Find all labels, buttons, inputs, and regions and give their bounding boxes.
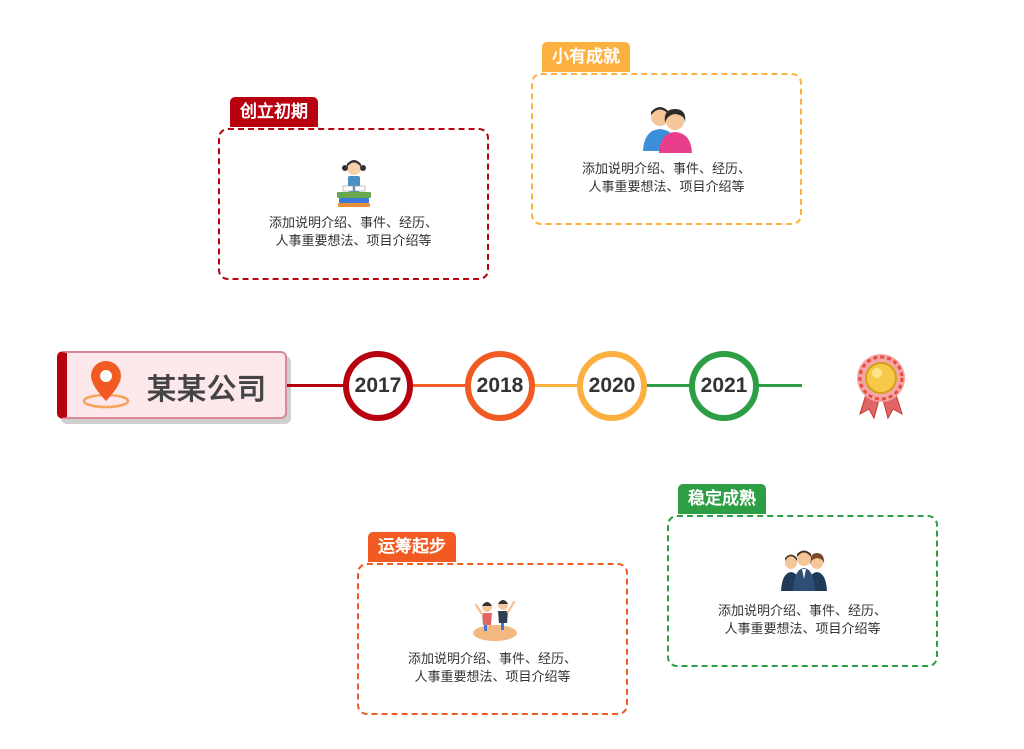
company-name: 某某公司: [147, 372, 268, 406]
timeline-segment: [533, 384, 579, 387]
phase-tag-mature: 稳定成熟: [678, 484, 766, 514]
phase-card-mature: 添加说明介绍、事件、经历、 人事重要想法、项目介绍等: [667, 515, 938, 667]
phase-tag-founding: 创立初期: [230, 97, 318, 127]
year-node-2018: 2018: [465, 351, 535, 421]
phase-tag-startup: 运筹起步: [368, 532, 456, 562]
business-team-icon: [781, 550, 827, 591]
timeline-segment: [757, 384, 802, 387]
couple-users-icon: [643, 107, 692, 153]
company-box: 某某公司: [57, 351, 287, 419]
phase-desc: 添加说明介绍、事件、经历、 人事重要想法、项目介绍等: [581, 162, 751, 195]
phase-desc: 添加说明介绍、事件、经历、 人事重要想法、项目介绍等: [717, 604, 887, 637]
phase-desc: 添加说明介绍、事件、经历、 人事重要想法、项目介绍等: [268, 216, 438, 249]
timeline-segment: [645, 384, 691, 387]
reading-girl-icon: [337, 160, 371, 207]
phase-tag-achievement: 小有成就: [542, 42, 630, 72]
phase-card-founding: 添加说明介绍、事件、经历、 人事重要想法、项目介绍等: [218, 128, 489, 280]
year-node-2017: 2017: [343, 351, 413, 421]
timeline-segment: [410, 384, 468, 387]
year-node-2020: 2020: [577, 351, 647, 421]
phase-card-achievement: 添加说明介绍、事件、经历、 人事重要想法、项目介绍等: [531, 73, 802, 225]
celebrating-people-icon: [473, 600, 517, 641]
award-medal-icon: [857, 354, 905, 420]
location-pin-icon: [82, 361, 130, 409]
phase-card-startup: 添加说明介绍、事件、经历、 人事重要想法、项目介绍等: [357, 563, 628, 715]
phase-desc: 添加说明介绍、事件、经历、 人事重要想法、项目介绍等: [407, 652, 577, 685]
timeline-segment: [287, 384, 345, 387]
year-node-2021: 2021: [689, 351, 759, 421]
